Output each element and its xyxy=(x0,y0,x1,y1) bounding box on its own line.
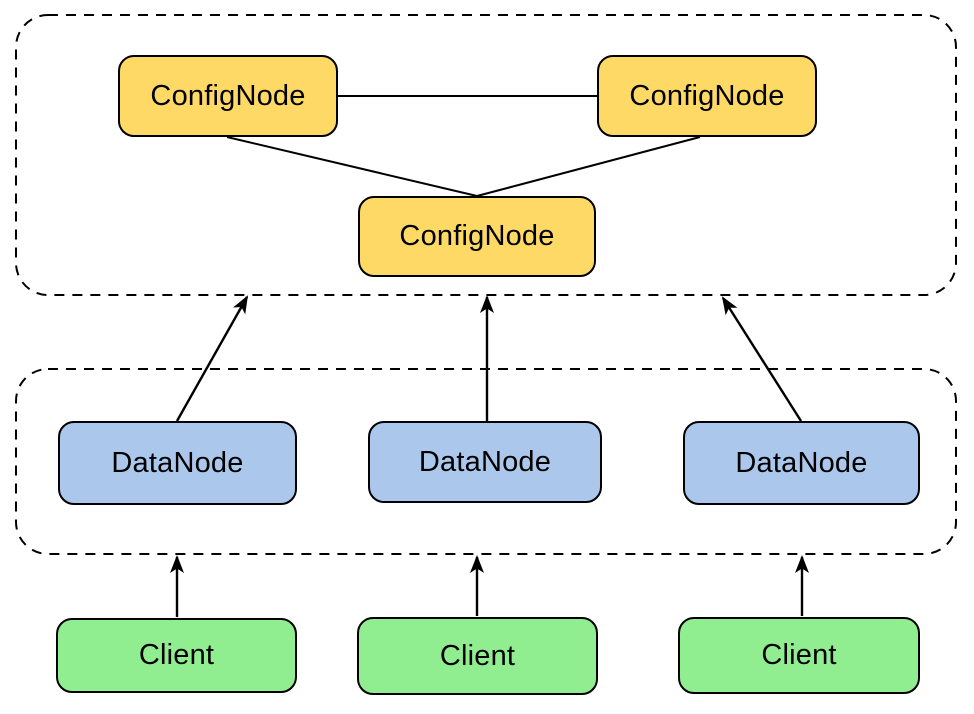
datanode-1-box: DataNode xyxy=(58,421,297,505)
edge-confignode2-confignode3 xyxy=(476,136,701,197)
confignode-1-box: ConfigNode xyxy=(118,55,338,137)
datanode-2-box: DataNode xyxy=(368,421,602,503)
edge-confignode1-confignode3 xyxy=(226,136,478,197)
client-1-label: Client xyxy=(138,639,215,671)
datanode-3-label: DataNode xyxy=(735,446,868,479)
client-3-box: Client xyxy=(678,617,920,694)
confignode-3-label: ConfigNode xyxy=(399,220,555,252)
confignode-3-box: ConfigNode xyxy=(358,196,596,277)
datanode-1-label: DataNode xyxy=(111,446,244,479)
confignode-1-label: ConfigNode xyxy=(150,79,306,112)
arrow-datanode1-to-confignode-cluster xyxy=(175,295,249,422)
client-2-box: Client xyxy=(357,617,598,695)
confignode-2-box: ConfigNode xyxy=(597,55,817,137)
confignode-cluster-boundary xyxy=(15,14,957,296)
datanode-2-label: DataNode xyxy=(418,445,552,478)
datanode-3-box: DataNode xyxy=(683,421,920,505)
client-3-label: Client xyxy=(761,639,837,671)
confignode-2-label: ConfigNode xyxy=(629,79,785,112)
arrow-datanode3-to-confignode-cluster xyxy=(721,296,803,422)
client-1-box: Client xyxy=(56,618,297,693)
client-2-label: Client xyxy=(439,639,516,672)
